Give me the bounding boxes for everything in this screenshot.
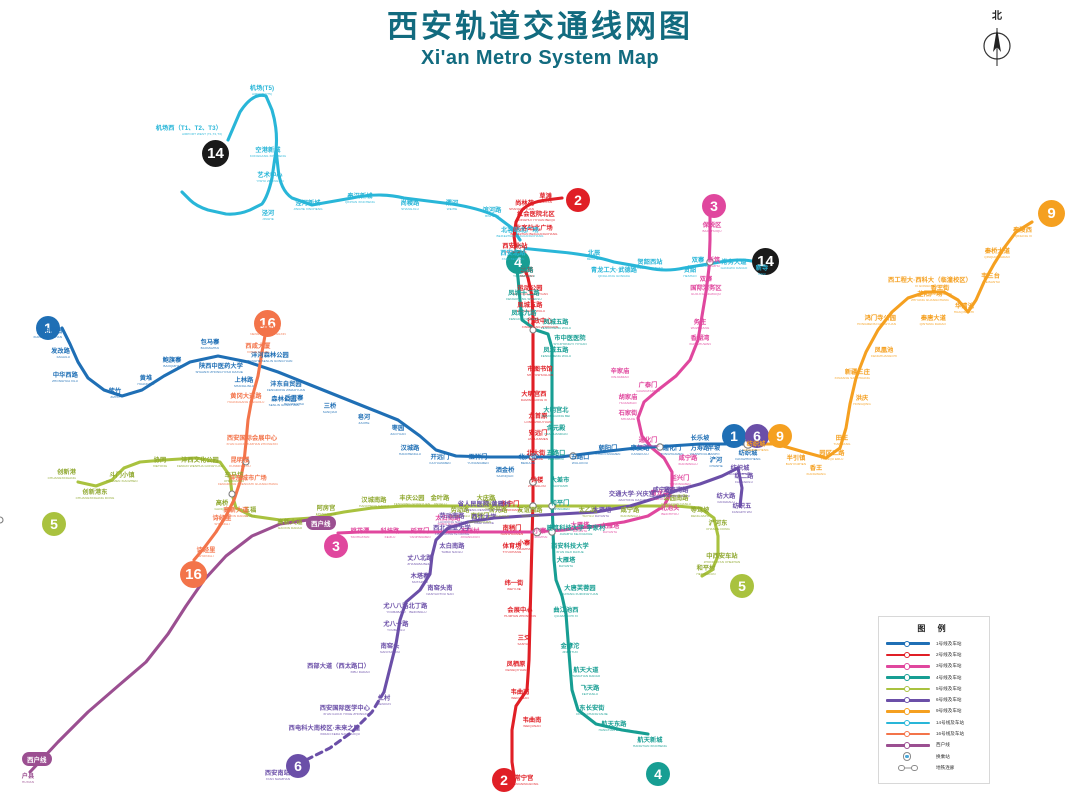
line-badge-5-east[interactable]: 5 xyxy=(730,574,754,598)
compass-north-label: 北 xyxy=(992,11,1002,22)
legend-swatch-2 xyxy=(886,649,930,660)
line-badge-14-east[interactable]: 14 xyxy=(752,248,779,275)
line-badge-5-west[interactable]: 5 xyxy=(42,512,66,536)
legend-row-line-5[interactable]: 5号线及车站 xyxy=(886,683,982,694)
legend-line-rows: 1号线及车站 2号线及车站 3号线及车站 4号线及车站 5号线及车站 6号线及车站 9号线及… xyxy=(886,638,982,751)
line-badge-6-south[interactable]: 6 xyxy=(286,754,310,778)
legend-row-line-16[interactable]: 16号线及车站 xyxy=(886,728,982,739)
legend-row-line-14[interactable]: 14号线及车站 xyxy=(886,717,982,728)
line-badge-3-west[interactable]: 3 xyxy=(324,534,348,558)
line-9-path xyxy=(746,220,1034,460)
line-badge-9-mid[interactable]: 9 xyxy=(768,424,792,448)
line-2-path xyxy=(510,196,564,778)
line-badge-1-east[interactable]: 1 xyxy=(722,424,746,448)
line-badge-9-east[interactable]: 9 xyxy=(1038,200,1065,227)
transfer-station-icon xyxy=(886,751,930,762)
legend-swatch-5 xyxy=(886,683,930,694)
line-4-path xyxy=(514,260,650,736)
legend-row-line-6[interactable]: 6号线及车站 xyxy=(886,694,982,705)
legend-row-line-4[interactable]: 4号线及车站 xyxy=(886,672,982,683)
line-badge-4-north[interactable]: 4 xyxy=(506,250,530,274)
legend-row-line-1[interactable]: 1号线及车站 xyxy=(886,638,982,649)
legend-swatch-4 xyxy=(886,672,930,683)
legend-panel: 图 例 1号线及车站 2号线及车站 3号线及车站 4号线及车站 5号线及车站 6号线及车站… xyxy=(878,616,990,784)
legend-label-XH: 西户线 xyxy=(936,742,950,748)
legend-row-line-9[interactable]: 9号线及车站 xyxy=(886,706,982,717)
legend-row-line-2[interactable]: 2号线及车站 xyxy=(886,649,982,660)
legend-swatch-XH xyxy=(886,740,930,751)
line-badge-1-west[interactable]: 1 xyxy=(36,316,60,340)
compass-rose: 北 xyxy=(975,12,1019,74)
line-3-path xyxy=(336,206,712,535)
legend-label-4: 4号线及车站 xyxy=(936,674,962,680)
line-badge-2-north[interactable]: 2 xyxy=(566,188,590,212)
line-5-path xyxy=(76,456,720,578)
north-arrow-icon xyxy=(983,28,1011,66)
legend-title: 图 例 xyxy=(917,624,951,633)
line-badge-2-south[interactable]: 2 xyxy=(492,768,516,792)
legend-swatch-6 xyxy=(886,695,930,706)
line-14-path xyxy=(180,93,522,242)
legend-label-6: 6号线及车站 xyxy=(936,697,962,703)
legend-swatch-16 xyxy=(886,729,930,740)
legend-swatch-14 xyxy=(886,717,930,728)
legend-label-2: 2号线及车站 xyxy=(936,651,962,657)
interchange-markers xyxy=(0,244,753,537)
xihu-tag-center[interactable]: 西户线 xyxy=(306,516,336,530)
legend-swatch-3 xyxy=(886,661,930,672)
xihu-tag-southwest[interactable]: 西户线 xyxy=(22,752,52,766)
xihu-line-path xyxy=(28,518,310,774)
legend-row-transfer: 换乘站 xyxy=(886,751,982,762)
line-6-path xyxy=(382,466,744,694)
legend-transfer-label: 换乘站 xyxy=(936,753,950,759)
legend-label-14: 14号线及车站 xyxy=(936,719,965,725)
line-1-path xyxy=(60,326,748,459)
line-badge-14-west[interactable]: 14 xyxy=(202,140,229,167)
line-badge-16-south[interactable]: 16 xyxy=(180,561,207,588)
line-badge-16-north[interactable]: 16 xyxy=(254,310,281,337)
line-badge-6-east[interactable]: 6 xyxy=(745,424,769,448)
line-badge-4-south[interactable]: 4 xyxy=(646,762,670,786)
legend-label-16: 16号线及车站 xyxy=(936,731,965,737)
legend-swatch-9 xyxy=(886,706,930,717)
legend-label-3: 3号线及车站 xyxy=(936,663,962,669)
legend-corridor-label: 地铁连廊 xyxy=(936,764,955,770)
line-14-path-east xyxy=(518,246,758,272)
legend-row-line-XH[interactable]: 西户线 xyxy=(886,740,982,751)
legend-row-line-3[interactable]: 3号线及车站 xyxy=(886,661,982,672)
legend-label-9: 9号线及车站 xyxy=(936,708,962,714)
legend-swatch-1 xyxy=(886,638,930,649)
metro-corridor-icon xyxy=(886,762,930,773)
legend-label-5: 5号线及车站 xyxy=(936,685,962,691)
line-6-dashed-path xyxy=(290,690,386,770)
line-badge-3-north[interactable]: 3 xyxy=(702,194,726,218)
legend-row-corridor: 地铁连廊 xyxy=(886,762,982,773)
legend-label-1: 1号线及车站 xyxy=(936,640,962,646)
